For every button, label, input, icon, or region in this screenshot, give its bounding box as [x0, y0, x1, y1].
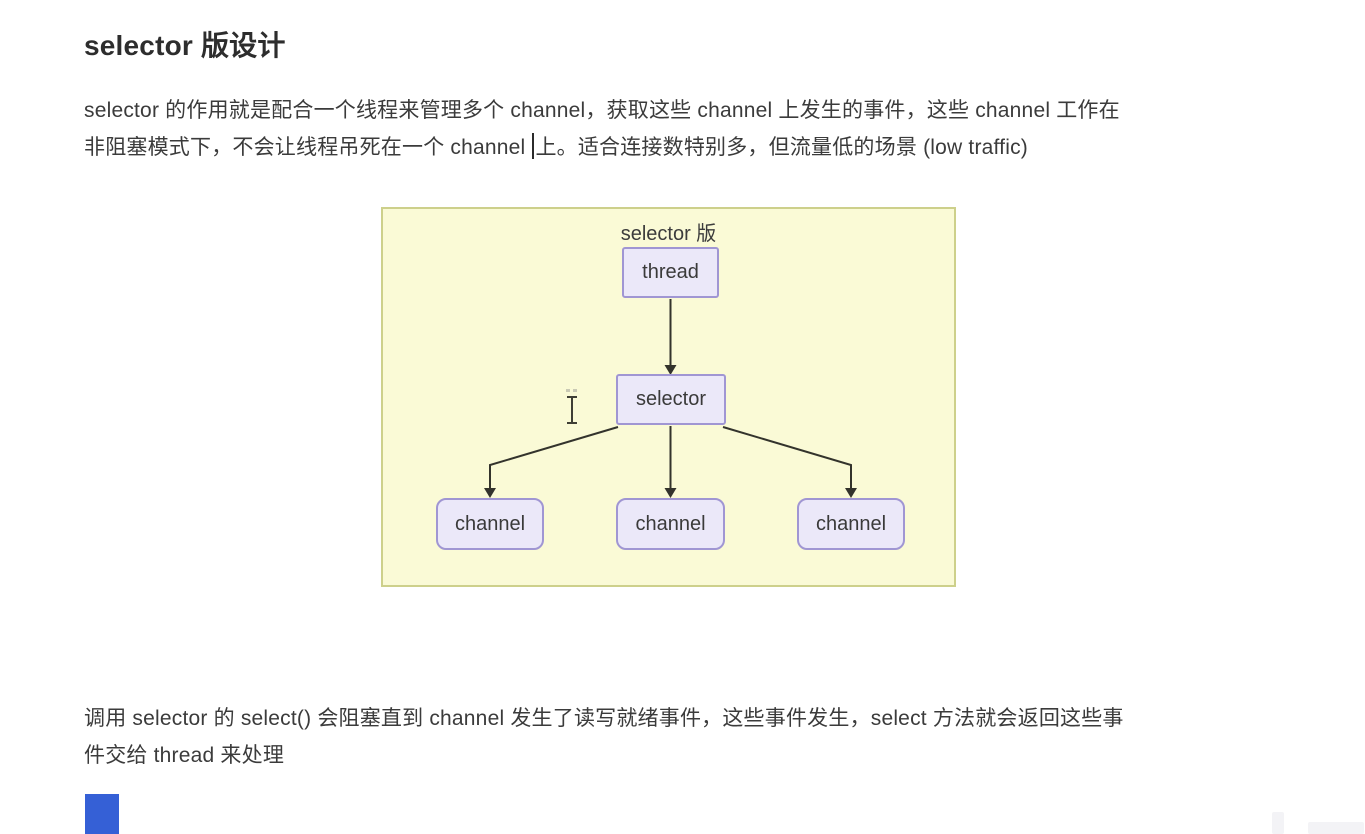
ibeam-cursor-icon [566, 389, 578, 427]
paragraph-intro: selector 的作用就是配合一个线程来管理多个 channel，获取这些 c… [84, 92, 1120, 166]
diagram-title: selector 版 [620, 223, 717, 245]
text-caret [532, 133, 535, 159]
selector-diagram: selector 版 thread selector channel chann… [381, 207, 956, 587]
paragraph-intro-line2-after: 上。适合连接数特别多，但流量低的场景 (low traffic) [535, 136, 1028, 159]
paragraph-intro-line2: 非阻塞模式下，不会让线程吊死在一个 channel 上。适合连接数特别多，但流量… [84, 129, 1120, 166]
arrowhead-selector-channel3 [845, 488, 857, 498]
paragraph-intro-line2-before: 非阻塞模式下，不会让线程吊死在一个 channel [84, 136, 532, 159]
node-channel-2: channel [616, 498, 725, 550]
paragraph-select-behavior: 调用 selector 的 select() 会阻塞直到 channel 发生了… [84, 700, 1124, 774]
arrowhead-selector-channel2 [664, 488, 677, 498]
arrow-selector-channel3 [722, 426, 852, 489]
arrow-selector-channel1 [489, 426, 619, 489]
node-channel-3: channel [797, 498, 905, 550]
watermark-fragment-2 [1308, 822, 1364, 834]
node-channel-1: channel [436, 498, 544, 550]
page-title: selector 版设计 [84, 30, 286, 61]
paragraph-select-line2: 件交给 thread 来处理 [84, 744, 285, 767]
watermark-fragment-1 [1272, 812, 1284, 834]
node-thread: thread [622, 247, 719, 298]
paragraph-intro-line1: selector 的作用就是配合一个线程来管理多个 channel，获取这些 c… [84, 99, 1120, 122]
arrowhead-selector-channel1 [484, 488, 496, 498]
node-selector: selector [616, 374, 726, 425]
blue-fragment [85, 794, 119, 834]
paragraph-select-line1: 调用 selector 的 select() 会阻塞直到 channel 发生了… [84, 707, 1124, 730]
